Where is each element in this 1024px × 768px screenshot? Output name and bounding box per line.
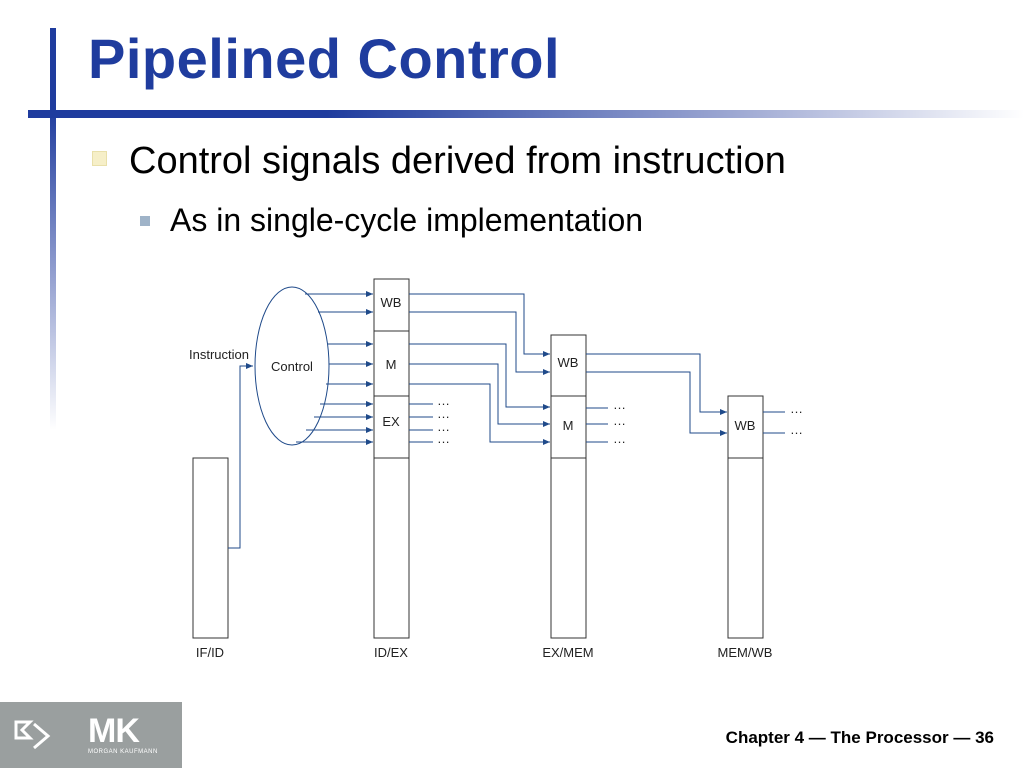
ellipsis: … xyxy=(437,419,450,434)
ellipsis: … xyxy=(613,397,626,412)
ex-mem-label: EX/MEM xyxy=(542,645,593,660)
mem-wb-wb-field: WB xyxy=(735,418,756,433)
title-accent-vertical xyxy=(50,28,56,430)
mem-wb-register xyxy=(727,395,764,639)
ellipsis: … xyxy=(790,422,803,437)
sub-bullet-square-icon xyxy=(140,215,150,226)
logo-text: MK xyxy=(88,712,140,750)
control-label: Control xyxy=(271,359,313,374)
bullet-level1: Control signals derived from instruction xyxy=(92,140,786,183)
ellipsis: … xyxy=(790,401,803,416)
id-ex-wb-field: WB xyxy=(381,295,402,310)
bullet-level2: As in single-cycle implementation xyxy=(140,202,643,239)
title-accent-horizontal xyxy=(28,110,1024,118)
publisher-logo: MK MORGAN KAUFMANN xyxy=(0,702,182,768)
ex-mem-register xyxy=(550,334,587,639)
control-unit xyxy=(254,286,330,446)
ex-mem-wb-field: WB xyxy=(558,355,579,370)
id-ex-m-field: M xyxy=(386,357,397,372)
bullet-text-2: As in single-cycle implementation xyxy=(170,202,644,238)
mk-logo-icon xyxy=(14,720,51,750)
if-id-label: IF/ID xyxy=(196,645,224,660)
bullet-text-1: Control signals derived from instruction xyxy=(129,140,786,182)
mem-wb-label: MEM/WB xyxy=(718,645,773,660)
ellipsis: … xyxy=(613,431,626,446)
ellipsis: … xyxy=(613,413,626,428)
if-id-register xyxy=(192,457,229,639)
bullet-square-icon xyxy=(92,151,107,167)
slide-title: Pipelined Control xyxy=(88,27,561,90)
ellipsis: … xyxy=(437,406,450,421)
ex-mem-m-field: M xyxy=(563,418,574,433)
slide-footer: Chapter 4 — The Processor — 36 xyxy=(725,728,994,747)
pipeline-control-diagram: Instruction Control WB M EX WB M WB … … … xyxy=(189,278,803,660)
ellipsis: … xyxy=(437,431,450,446)
id-ex-label: ID/EX xyxy=(374,645,408,660)
id-ex-ex-field: EX xyxy=(382,414,400,429)
ellipsis: … xyxy=(437,393,450,408)
logo-subtext: MORGAN KAUFMANN xyxy=(88,749,158,755)
instruction-label: Instruction xyxy=(189,347,249,362)
